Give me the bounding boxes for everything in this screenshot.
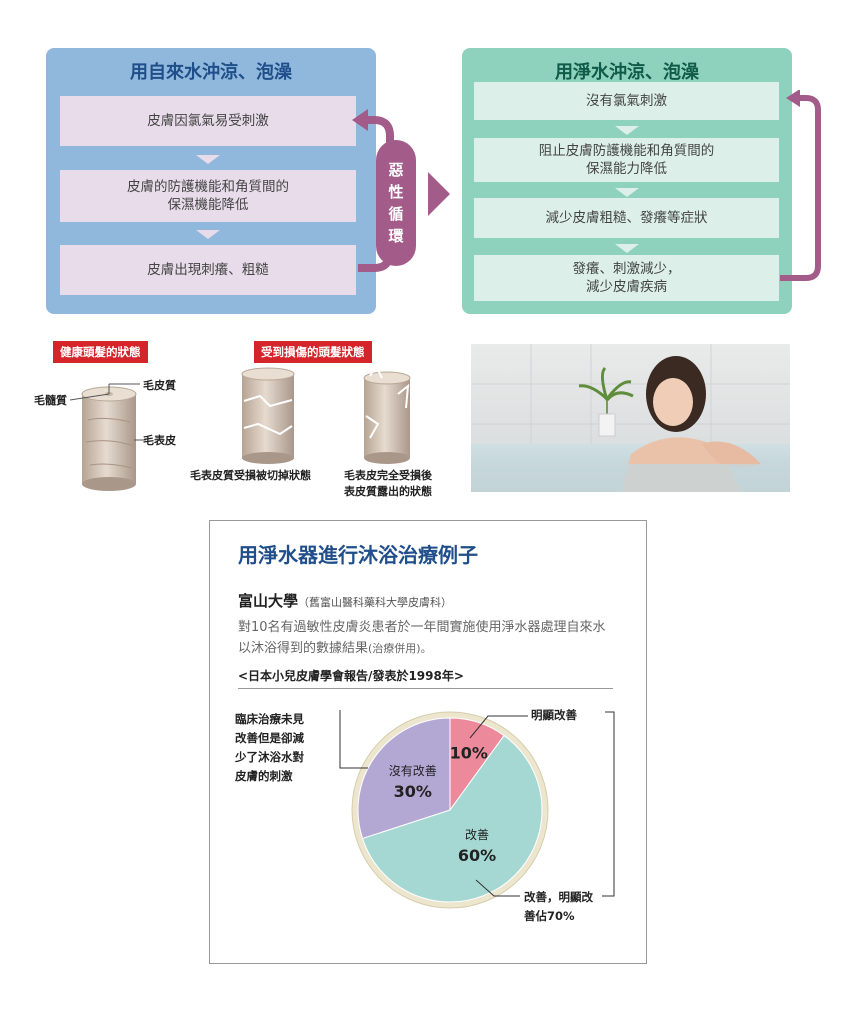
arrow-head-icon bbox=[352, 109, 368, 131]
study-description-text: 對10名有過敏性皮膚炎患者於一年間實施使用淨水器處理自來水以沐浴得到的數據結果 bbox=[238, 620, 606, 656]
tap-step-3: 皮膚出現刺癢、粗糙 bbox=[60, 245, 356, 295]
pie-label-1: 改善 bbox=[465, 827, 489, 842]
university-name-text: 富山大學 bbox=[238, 592, 299, 610]
medulla-label: 毛髓質 bbox=[34, 394, 67, 407]
loop-char: 環 bbox=[388, 227, 404, 245]
damaged-hair-illustration bbox=[241, 366, 411, 464]
loop-char: 性 bbox=[388, 183, 404, 201]
cuticle-label: 毛皮質 bbox=[143, 379, 176, 392]
university-name: 富山大學（舊富山醫科藥科大學皮膚科） bbox=[238, 590, 452, 611]
right-arrow-icon bbox=[428, 172, 450, 216]
down-arrow-icon bbox=[615, 244, 639, 253]
pie-chart: 10% 改善 60% 沒有改善 30% bbox=[351, 711, 549, 909]
tap-step-1: 皮膚因氯氣易受刺激 bbox=[60, 96, 356, 146]
down-arrow-icon bbox=[196, 155, 220, 164]
pie-label-2: 沒有改善 bbox=[389, 763, 437, 778]
healthy-hair-illustration bbox=[69, 383, 146, 491]
note-left: 臨床治療未見 改善但是卻減 少了沐浴水對 皮膚的刺激 bbox=[235, 712, 304, 783]
result-title: 用淨水器進行沐浴治療例子 bbox=[238, 543, 478, 567]
bath-photo bbox=[471, 344, 790, 492]
cortex-label: 毛表皮 bbox=[143, 434, 176, 447]
university-sub: （舊富山醫科藥科大學皮膚科） bbox=[298, 596, 453, 609]
healthy-hair-tag: 健康頭髮的狀態 bbox=[53, 341, 148, 363]
damaged-caption-1: 毛表皮質受損被切掉狀態 bbox=[190, 469, 311, 482]
purified-water-panel: 用淨水沖涼、泡澡 沒有氯氣刺激 阻止皮膚防護機能和角質間的 保濕能力降低 減少皮… bbox=[462, 48, 792, 314]
purified-water-title: 用淨水沖涼、泡澡 bbox=[555, 62, 699, 83]
study-description-note: (治療併用)。 bbox=[368, 642, 432, 655]
study-description: 對10名有過敏性皮膚炎患者於一年間實施使用淨水器處理自來水以沐浴得到的數據結果(… bbox=[238, 617, 618, 659]
report-citation: <日本小兒皮膚學會報告/發表於1998年> bbox=[238, 669, 464, 683]
bathing-woman-image bbox=[471, 344, 790, 492]
pie-value-0: 10% bbox=[450, 743, 488, 762]
loop-char: 循 bbox=[388, 205, 404, 223]
vicious-cycle-badge: 惡 性 循 環 bbox=[376, 140, 416, 266]
loop-arrow-right bbox=[780, 90, 821, 281]
note-top-right: 明顯改善 bbox=[531, 708, 577, 722]
pure-step-3: 減少皮膚粗糙、發癢等症狀 bbox=[474, 198, 779, 238]
loop-char: 惡 bbox=[388, 161, 404, 179]
down-arrow-icon bbox=[615, 126, 639, 135]
pie-slice-2 bbox=[357, 717, 451, 840]
pure-step-2: 阻止皮膚防護機能和角質間的 保濕能力降低 bbox=[474, 138, 779, 182]
damaged-caption-2: 毛表皮完全受損後 表皮質露出的狀態 bbox=[344, 469, 432, 498]
tap-step-2: 皮膚的防護機能和角質間的 保濕機能降低 bbox=[60, 170, 356, 222]
arrow-head-icon bbox=[786, 90, 800, 107]
down-arrow-icon bbox=[196, 230, 220, 239]
tap-water-title: 用自來水沖涼、泡澡 bbox=[130, 62, 292, 83]
note-bottom-right: 改善，明顯改 善佔70% bbox=[524, 890, 593, 923]
down-arrow-icon bbox=[615, 188, 639, 197]
pie-value-2: 30% bbox=[394, 782, 432, 801]
tap-water-panel: 用自來水沖涼、泡澡 皮膚因氯氣易受刺激 皮膚的防護機能和角質間的 保濕機能降低 … bbox=[46, 48, 376, 314]
damaged-hair-tag: 受到損傷的頭髮狀態 bbox=[254, 341, 372, 363]
divider bbox=[238, 688, 613, 689]
pie-slice-1 bbox=[361, 734, 543, 903]
annotation-lines bbox=[339, 710, 615, 897]
pure-step-1: 沒有氯氣刺激 bbox=[474, 82, 779, 120]
pie-value-1: 60% bbox=[458, 846, 496, 865]
pure-step-4: 發癢、刺激減少， 減少皮膚疾病 bbox=[474, 255, 779, 301]
